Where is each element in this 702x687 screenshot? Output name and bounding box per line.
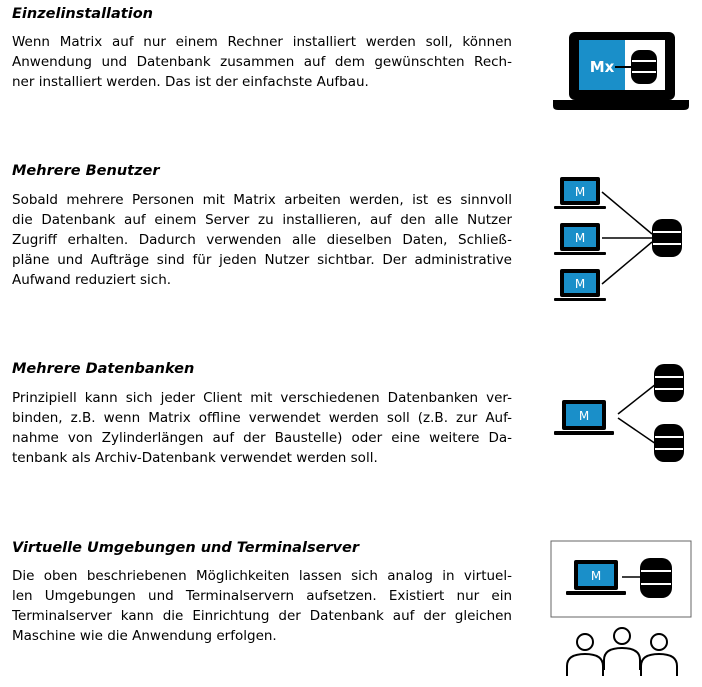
section-text: Wenn Matrix auf nur einem Rechner instal… xyxy=(12,32,512,92)
text-line: Die oben beschriebenen Möglichkeiten las… xyxy=(12,568,512,584)
text-line: Terminalserver kann die Einrichtung der … xyxy=(12,608,512,624)
laptop-icon: M xyxy=(554,223,606,255)
section-einzelinstallation: Einzelinstallation Wenn Matrix auf nur e… xyxy=(0,0,702,120)
terminal-server-illustration: M xyxy=(550,540,692,676)
text-line: Maschine wie die Anwendung erfolgen. xyxy=(12,628,277,644)
screen-label: M xyxy=(575,231,585,245)
text-line: len Umgebungen und Terminalservern aufse… xyxy=(12,588,512,604)
users-icon xyxy=(566,627,678,676)
server-box xyxy=(550,540,692,618)
section-heading: Einzelinstallation xyxy=(12,6,153,22)
screen-label: M xyxy=(575,277,585,291)
section-text: Die oben beschriebenen Möglichkeiten las… xyxy=(12,566,512,646)
section-text: Prinzipiell kann sich jeder Client mit v… xyxy=(12,388,512,468)
section-text: Sobald mehrere Personen mit Matrix arbei… xyxy=(12,190,512,290)
text-line: ner installiert werden. Das ist der einf… xyxy=(12,74,369,90)
section-heading: Mehrere Benutzer xyxy=(12,163,160,179)
multi-database-illustration: M xyxy=(554,364,684,462)
section-virtuelle-umgebungen: Virtuelle Umgebungen und Terminalserver … xyxy=(0,536,702,687)
screen-label: M xyxy=(575,185,585,199)
database-icon xyxy=(631,50,657,84)
text-line: Anwendung und Datenbank zusammen auf dem… xyxy=(12,54,512,70)
text-line: Prinzipiell kann sich jeder Client mit v… xyxy=(12,390,512,406)
text-line: tenbank als Archiv-Datenbank verwendet w… xyxy=(12,450,378,466)
laptop-icon: M xyxy=(554,269,606,301)
database-icon xyxy=(654,364,684,402)
text-line: Wenn Matrix auf nur einem Rechner instal… xyxy=(12,34,512,50)
screen-label: M xyxy=(591,569,601,583)
database-icon xyxy=(652,219,682,257)
laptop-icon: M xyxy=(566,560,626,595)
laptop-icon: M xyxy=(554,400,614,435)
laptop-icon: M xyxy=(554,177,606,209)
multi-user-illustration: M M M xyxy=(554,177,682,301)
database-icon xyxy=(654,424,684,462)
section-heading: Virtuelle Umgebungen und Terminalserver xyxy=(12,540,359,556)
text-line: Zugriff erhalten. Dadurch verwenden alle… xyxy=(12,232,512,248)
text-line: pläne und Aufträge sind für jeden Nutzer… xyxy=(12,252,512,268)
section-mehrere-datenbanken: Mehrere Datenbanken Prinzipiell kann sic… xyxy=(0,358,702,478)
section-heading: Mehrere Datenbanken xyxy=(12,361,195,377)
text-line: Sobald mehrere Personen mit Matrix arbei… xyxy=(12,192,512,208)
text-line: nahme von Zylinderlängen auf der Baustel… xyxy=(12,430,512,446)
laptop-icon: Mx xyxy=(553,32,689,110)
text-line: binden, z.B. wenn Matrix offline verwend… xyxy=(12,410,512,426)
database-icon xyxy=(640,558,672,598)
screen-label: Mx xyxy=(590,58,615,76)
screen-label: M xyxy=(579,409,589,423)
text-line: Aufwand reduziert sich. xyxy=(12,272,172,288)
single-install-illustration: Mx xyxy=(553,32,689,110)
section-mehrere-benutzer: Mehrere Benutzer Sobald mehrere Personen… xyxy=(0,160,702,320)
text-line: die Datenbank auf einem Server zu instal… xyxy=(12,212,512,228)
